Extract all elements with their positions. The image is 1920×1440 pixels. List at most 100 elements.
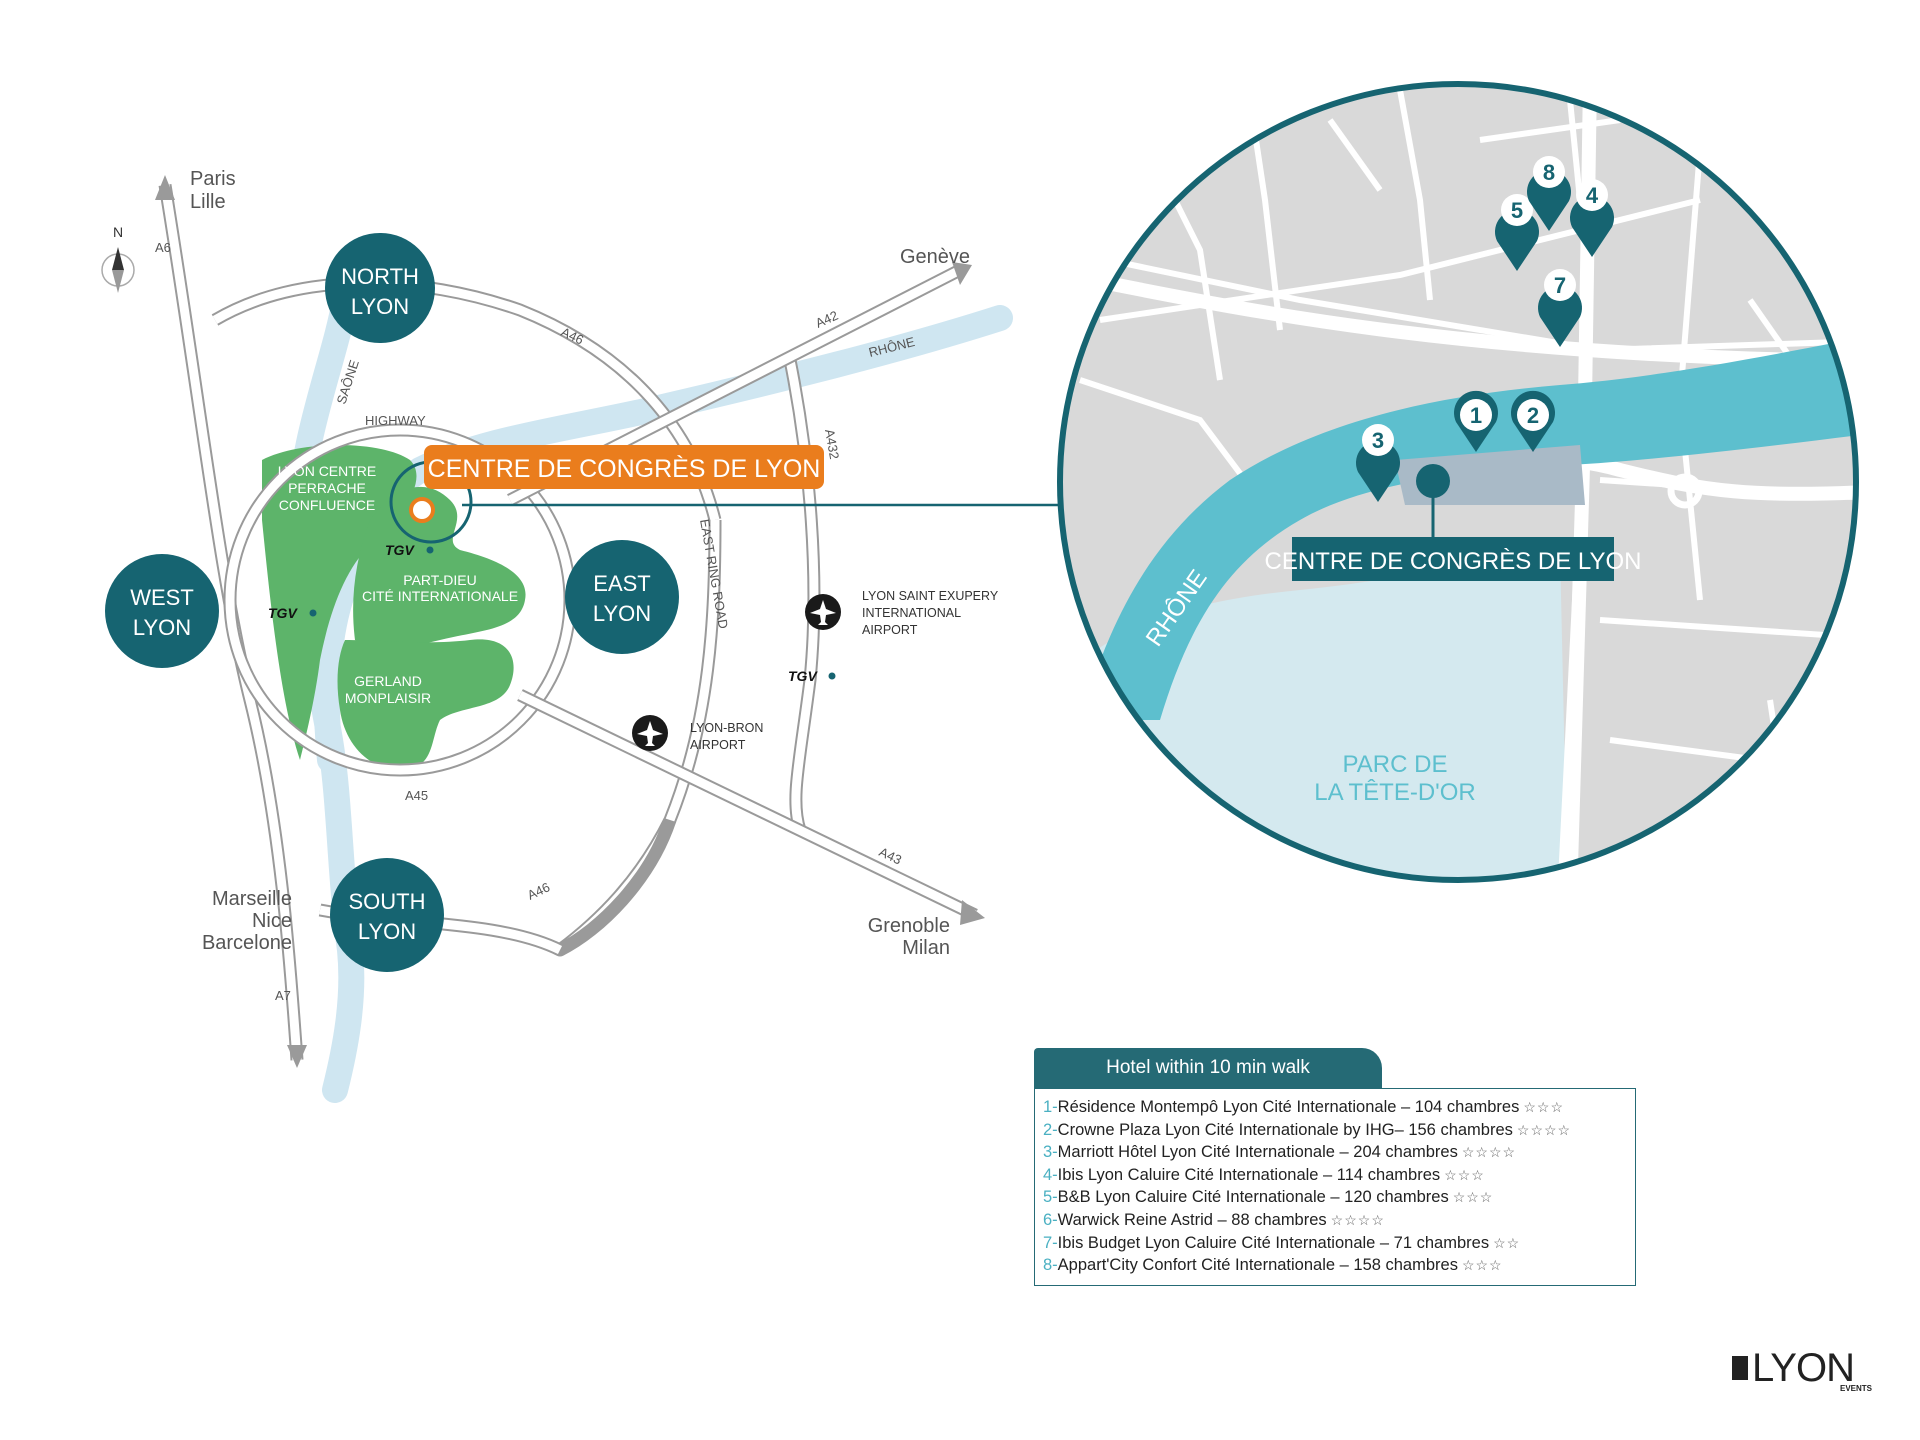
venue-label-bg [424,445,824,489]
city-geneve: Genève [900,246,970,268]
hotel-pin-2: 2 [1511,390,1555,452]
svg-text:TGV: TGV [268,605,298,621]
svg-text:3: 3 [1372,428,1384,453]
svg-text:AIRPORT: AIRPORT [862,623,918,637]
svg-text:LYON CENTRE: LYON CENTRE [278,463,377,479]
star-rating: ☆☆☆☆ [1516,1121,1572,1138]
svg-text:5: 5 [1511,198,1523,223]
venue-label: CENTRE DE CONGRÈS DE LYON [428,454,821,483]
road-a432: A432 [822,428,842,461]
hotel-list: 1-Résidence Montempô Lyon Cité Internati… [1034,1088,1636,1286]
logo-sub: EVENTS [1840,1384,1873,1393]
city-barcelone: Barcelone [202,932,292,954]
hotel-pin-4: 4 [1570,179,1615,257]
tgv-perrache-icon: TGV [268,605,317,621]
hotel-item-1: 1-Résidence Montempô Lyon Cité Internati… [1043,1098,1564,1116]
city-milan: Milan [902,937,950,959]
svg-text:GERLAND: GERLAND [354,673,422,689]
hotel-item-7: 7-Ibis Budget Lyon Caluire Cité Internat… [1043,1233,1521,1252]
svg-text:LYON SAINT EXUPERY: LYON SAINT EXUPERY [862,589,999,603]
svg-text:EAST: EAST [593,571,650,596]
venue-detail-label-bg [1292,537,1614,581]
zone-east-lyon: EAST LYON [565,540,679,654]
hotel-item-5: 5-B&B Lyon Caluire Cité Internationale –… [1043,1188,1494,1207]
tgv-stations: TGV TGV TGV [268,542,836,684]
city-lille: Lille [190,191,226,213]
venue-marker [409,497,435,523]
svg-text:LYON: LYON [133,615,191,640]
svg-text:MONPLAISIR: MONPLAISIR [345,690,431,706]
hotel-pin-5: 5 [1495,194,1539,271]
svg-text:LYON: LYON [358,919,416,944]
hotel-pin-7: 7 [1538,269,1582,347]
district-gerland [337,639,514,770]
road-highway: HIGHWAY [365,413,426,428]
star-rating: ☆☆☆ [1461,1257,1503,1274]
zone-west-lyon: WEST LYON [105,554,219,668]
svg-text:SOUTH: SOUTH [349,889,426,914]
city-marseille: Marseille [212,888,292,910]
hotel-pins: 1 2 3 4 5 [1356,156,1615,502]
svg-text:2: 2 [1527,403,1539,428]
hotel-pin-1: 1 [1453,390,1498,452]
lyon-events-logo: LYON EVENTS [1732,1346,1872,1394]
rhone-detail [1080,330,1856,720]
svg-text:TGV: TGV [788,668,818,684]
hotel-item-4: 4-Ibis Lyon Caluire Cité Internationale … [1043,1165,1485,1184]
road-a45: A45 [405,788,428,803]
venue-detail-label: CENTRE DE CONGRÈS DE LYON [1265,548,1642,575]
airport-saint-exupery: LYON SAINT EXUPERY INTERNATIONAL AIRPORT [805,589,999,637]
hotel-item-3: 3-Marriott Hôtel Lyon Cité International… [1043,1143,1517,1162]
svg-text:INTERNATIONAL: INTERNATIONAL [862,606,961,620]
city-paris: Paris [190,168,236,190]
zone-south-lyon: SOUTH LYON [330,858,444,972]
logo-mark-icon [1732,1356,1748,1380]
tgv-part-dieu-icon: TGV [385,542,434,558]
road-a6: A6 [155,240,171,255]
park-label-line1: PARC DE [1343,751,1448,778]
svg-text:WEST: WEST [130,585,194,610]
district-part-dieu [353,486,526,648]
airport-bron: LYON-BRON AIRPORT [632,715,763,752]
svg-text:1: 1 [1470,403,1482,428]
svg-text:PERRACHE: PERRACHE [288,480,366,496]
hotel-item-6: 6-Warwick Reine Astrid – 88 chambres☆☆☆☆ [1043,1210,1385,1229]
star-rating: ☆☆☆ [1444,1166,1485,1183]
logo-word: LYON [1752,1346,1855,1390]
svg-text:TGV: TGV [385,542,415,558]
hotel-list-title: Hotel within 10 min walk [1034,1048,1382,1088]
hotel-item-8: 8-Appart'City Confort Cité International… [1043,1256,1503,1275]
svg-text:N: N [113,224,123,240]
svg-text:CITÉ INTERNATIONALE: CITÉ INTERNATIONALE [362,588,518,604]
star-rating: ☆☆☆ [1452,1189,1494,1206]
svg-text:AIRPORT: AIRPORT [690,738,746,752]
road-a7: A7 [275,988,291,1003]
road-a46-south: A46 [525,879,552,902]
star-rating: ☆☆ [1493,1234,1521,1251]
svg-text:LYON: LYON [593,601,651,626]
zones: NORTH LYON WEST LYON EAST LYON SOUTH LYO… [105,233,679,972]
hotel-pin-8: 8 [1527,156,1571,231]
city-grenoble: Grenoble [868,915,950,937]
star-rating: ☆☆☆☆ [1461,1144,1517,1161]
svg-text:8: 8 [1543,160,1555,185]
districts [262,445,526,770]
detail-map: RHÔNE PARC DE LA TÊTE-D'OR CENTRE DE CON… [1057,81,1859,883]
star-rating: ☆☆☆ [1523,1099,1564,1115]
svg-text:7: 7 [1554,273,1566,298]
city-labels: Paris Lille Genève Marseille Nice Barcel… [190,168,970,959]
compass-icon: N [101,224,135,293]
svg-text:CONFLUENCE: CONFLUENCE [279,497,375,513]
svg-text:LYON: LYON [351,294,409,319]
star-rating: ☆☆☆☆ [1330,1211,1385,1228]
hotel-item-2: 2-Crowne Plaza Lyon Cité Internationale … [1043,1120,1572,1139]
city-nice: Nice [252,910,292,932]
tgv-saint-exupery-icon: TGV [788,668,836,684]
hotel-pin-3: 3 [1356,424,1400,502]
svg-text:NORTH: NORTH [341,264,419,289]
park-label-line2: LA TÊTE-D'OR [1314,779,1476,806]
zone-north-lyon: NORTH LYON [325,233,435,343]
svg-text:4: 4 [1586,183,1599,208]
svg-text:LYON-BRON: LYON-BRON [690,721,763,735]
